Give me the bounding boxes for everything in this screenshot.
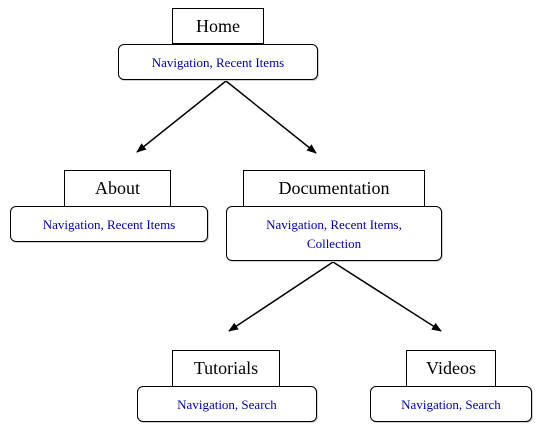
videos-widgets-box: Navigation, Search: [370, 386, 532, 422]
tutorials-widgets-text: Navigation, Search: [177, 396, 277, 412]
about-page-title: About: [64, 170, 171, 207]
tutorials-widgets-box: Navigation, Search: [137, 386, 317, 422]
documentation-widgets-box: Navigation, Recent Items, Collection: [226, 206, 442, 261]
about-widgets-box: Navigation, Recent Items: [10, 206, 208, 242]
about-page-title-text: About: [95, 178, 140, 198]
tutorials-page-title: Tutorials: [172, 350, 280, 387]
home-page-title: Home: [172, 8, 264, 44]
documentation-widgets-text: Navigation, Recent Items, Collection: [266, 216, 402, 251]
arrow-home-to-about: [136, 80, 227, 153]
tutorials-page-title-text: Tutorials: [193, 358, 259, 378]
home-page-title-text: Home: [196, 15, 240, 36]
videos-page-title: Videos: [406, 350, 496, 387]
videos-widgets-text: Navigation, Search: [401, 396, 501, 412]
arrow-documentation-to-videos: [332, 261, 442, 332]
arrow-home-to-documentation: [225, 80, 317, 154]
home-widgets-text: Navigation, Recent Items: [151, 54, 285, 70]
documentation-page-title-text: Documentation: [278, 178, 390, 198]
arrow-documentation-to-tutorials: [228, 261, 334, 332]
videos-page-title-text: Videos: [426, 358, 476, 378]
about-widgets-text: Navigation, Recent Items: [42, 216, 176, 232]
home-widgets-box: Navigation, Recent Items: [118, 44, 318, 80]
documentation-page-title: Documentation: [243, 170, 425, 207]
